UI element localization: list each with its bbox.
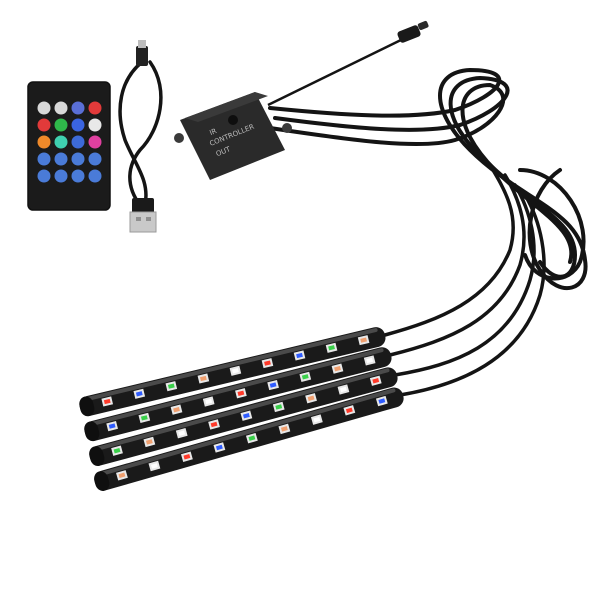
strip-end-cap — [79, 396, 95, 417]
led-chip — [133, 388, 146, 399]
remote-button — [37, 101, 51, 115]
remote-control — [27, 81, 111, 211]
remote-button — [54, 118, 68, 132]
strip-end-cap — [89, 446, 105, 467]
led-chip — [261, 358, 274, 369]
led-chip — [116, 470, 128, 481]
led-chip — [175, 428, 188, 439]
remote-button — [54, 135, 68, 149]
led-chip — [111, 445, 123, 456]
led-chip — [148, 460, 161, 472]
remote-button — [71, 135, 85, 149]
led-chip — [343, 405, 356, 416]
remote-button — [37, 169, 51, 183]
usb-cable — [118, 60, 163, 207]
output-lead — [267, 36, 406, 107]
remote-button — [88, 152, 102, 166]
led-strip — [84, 347, 392, 442]
led-chip — [337, 384, 350, 395]
controller-label-1: IR — [208, 127, 218, 137]
led-strip — [89, 367, 398, 467]
led-strip — [79, 327, 386, 417]
ir-controller-box: IR CONTROLLER OUT — [174, 92, 292, 180]
led-chip — [267, 379, 279, 391]
remote-button — [71, 169, 85, 183]
led-strip — [94, 387, 404, 491]
led-chip — [197, 373, 210, 384]
strip-end-cap — [94, 471, 110, 491]
remote-button — [88, 169, 102, 183]
led-chip — [170, 404, 183, 415]
led-chip — [202, 396, 215, 407]
led-chip — [180, 451, 193, 462]
remote-button — [71, 152, 85, 166]
led-chip — [369, 375, 382, 386]
led-chip — [245, 432, 258, 444]
led-chip — [278, 423, 291, 435]
led-chip — [208, 419, 220, 430]
remote-button — [88, 101, 102, 115]
led-chip — [165, 381, 178, 392]
remote-button — [37, 152, 51, 166]
led-chip — [331, 363, 344, 374]
remote-button — [88, 135, 102, 149]
led-chip — [299, 371, 312, 382]
remote-button — [71, 118, 85, 132]
led-strips — [79, 327, 404, 491]
remote-button — [37, 135, 51, 149]
strip-cables — [383, 163, 546, 397]
remote-button-grid — [37, 101, 102, 183]
ir-receiver-icon — [228, 115, 238, 125]
output-lead-connector — [397, 20, 429, 43]
remote-button — [37, 118, 51, 132]
led-chip — [375, 395, 388, 407]
led-chip — [229, 365, 242, 376]
remote-button — [88, 118, 102, 132]
remote-button — [54, 152, 68, 166]
led-chip — [325, 342, 338, 353]
led-chip — [106, 420, 118, 432]
dc-plug-icon — [136, 40, 148, 66]
remote-button — [71, 101, 85, 115]
led-chip — [363, 355, 376, 366]
usb-plug-icon — [129, 198, 157, 233]
led-chip — [235, 388, 247, 399]
led-chip — [213, 442, 226, 453]
led-chip — [272, 401, 285, 413]
led-chip — [310, 414, 323, 425]
cable-coil — [268, 67, 588, 291]
remote-button — [54, 169, 68, 183]
remote-button — [54, 101, 68, 115]
led-chip — [138, 412, 151, 423]
led-chip — [305, 393, 317, 404]
led-chip — [101, 396, 114, 407]
led-chip — [143, 436, 156, 448]
led-chip — [293, 350, 306, 361]
strip-end-cap — [84, 421, 100, 442]
led-chip — [240, 410, 253, 421]
led-chip — [357, 335, 370, 346]
